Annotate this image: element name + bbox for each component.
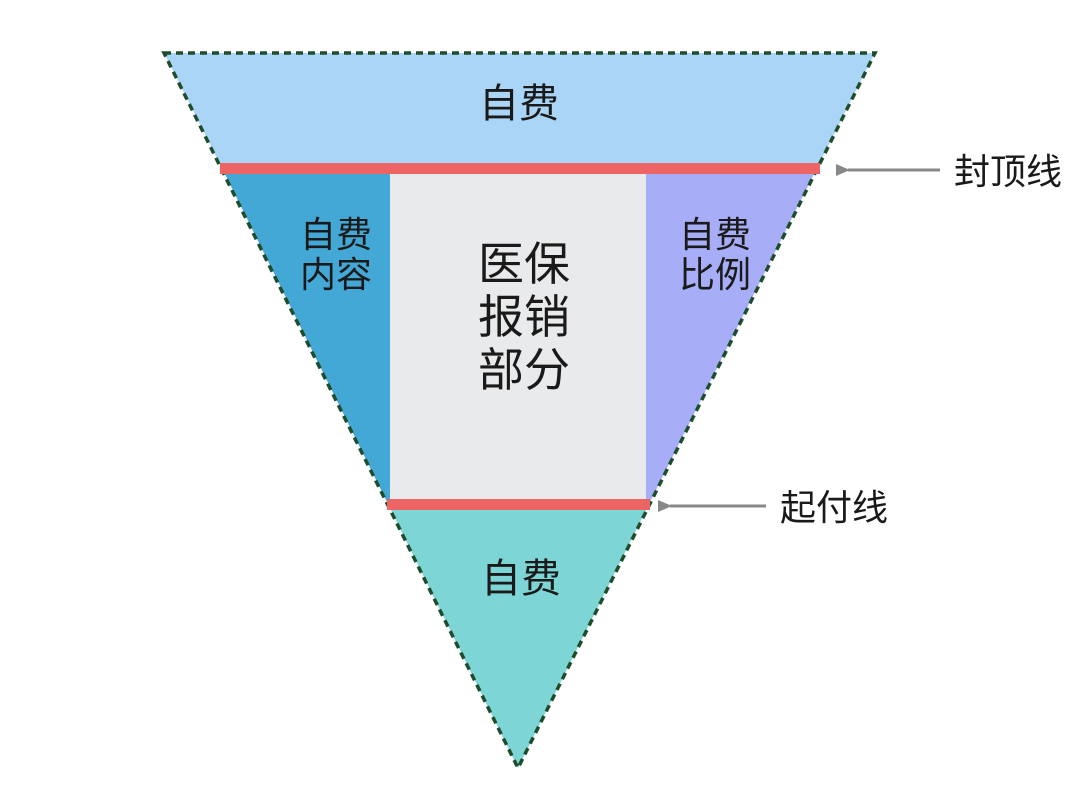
- deductible-line: [387, 499, 650, 510]
- center-reimbursement-zone: [390, 168, 646, 504]
- bottom-self-pay-zone: [388, 504, 649, 768]
- deductible-line-label: 起付线: [780, 488, 888, 529]
- right-zone-label-line1: 自费: [679, 215, 751, 256]
- right-self-pay-ratio-zone: [646, 168, 817, 504]
- left-zone-label-line2: 内容: [300, 255, 372, 296]
- top-self-pay-zone: [164, 53, 875, 168]
- ceiling-line: [220, 163, 820, 174]
- left-self-pay-content-zone: [222, 168, 390, 504]
- left-zone-label-line1: 自费: [300, 215, 372, 256]
- right-zone-label-line2: 比例: [679, 255, 751, 296]
- funnel-outline: [161, 51, 878, 772]
- center-zone-label-line2: 报销: [478, 290, 570, 344]
- top-zone-label: 自费: [479, 81, 559, 127]
- center-zone-label-line1: 医保: [478, 237, 570, 291]
- ceiling-line-label: 封顶线: [954, 152, 1062, 193]
- bottom-zone-label: 自费: [481, 556, 561, 602]
- center-zone-label-line3: 部分: [478, 343, 570, 397]
